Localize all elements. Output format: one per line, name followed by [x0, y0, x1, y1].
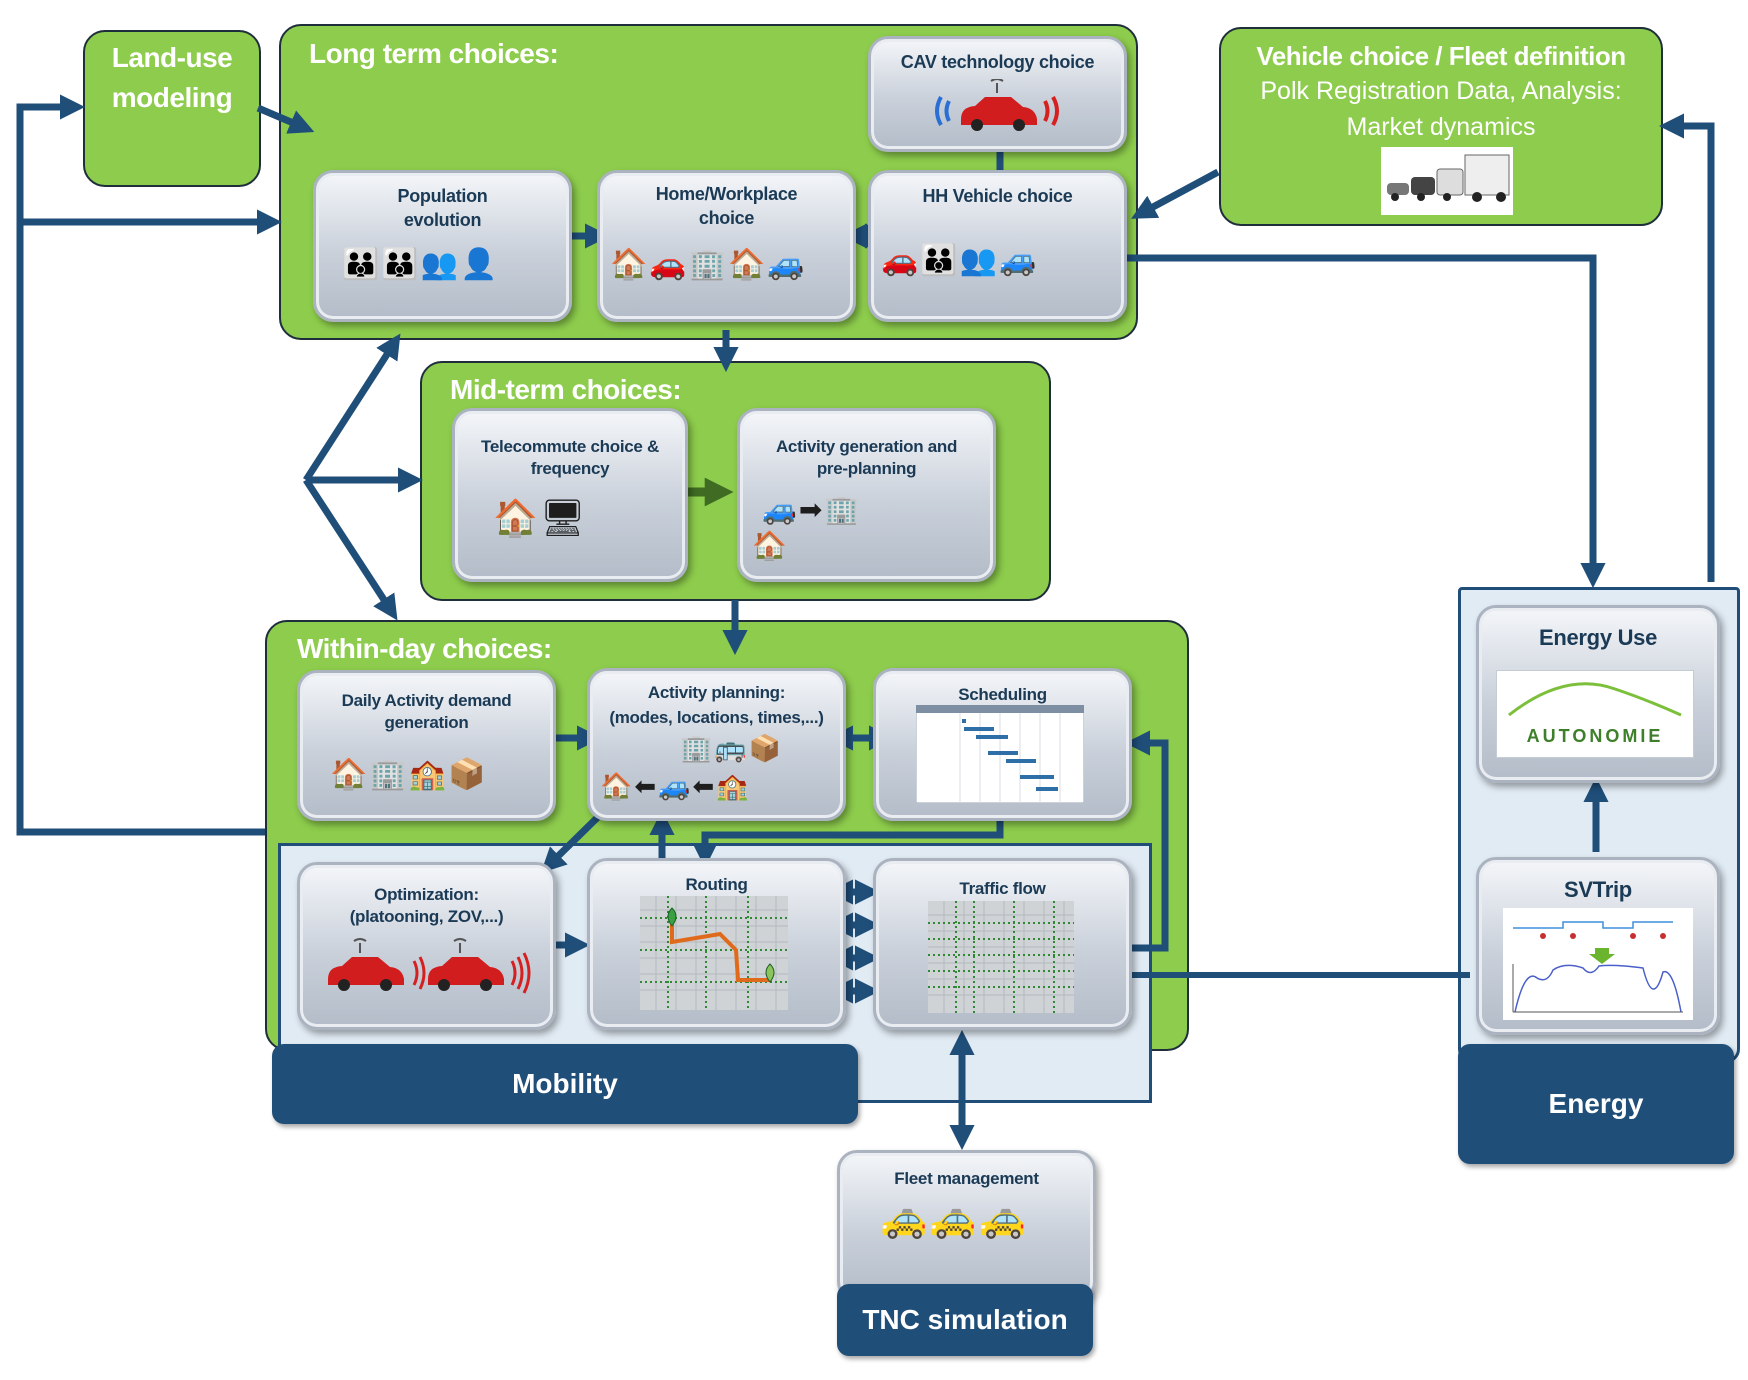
planning-icon: 🏢🚌📦	[680, 733, 784, 763]
energy-use-label: Energy Use	[1538, 625, 1658, 650]
home-workplace-label-2: choice	[698, 208, 755, 228]
traffic-flow-module: Traffic flow	[873, 858, 1132, 1030]
scheduling-label: Scheduling	[958, 685, 1047, 704]
route-map-icon	[640, 896, 788, 1010]
activity-generation-label-1: Activity generation and	[775, 437, 958, 456]
autonomie-swoosh-icon	[1508, 682, 1682, 717]
activity-generation-module: Activity generation and pre-planning 🚙➡🏢…	[737, 408, 996, 582]
long-term-title: Long term choices:	[309, 38, 559, 69]
fleet-management-label: Fleet management	[894, 1169, 1039, 1188]
car-building-icon: 🚙➡🏢	[762, 494, 862, 525]
destinations-icon: 🏠🏢🏫📦	[330, 758, 488, 791]
energy-footer: Energy	[1458, 1044, 1734, 1164]
population-label-2: evolution	[403, 210, 482, 230]
svtrip-label: SVTrip	[1564, 877, 1632, 902]
routing-label: Routing	[685, 875, 748, 894]
fleet-management-module: Fleet management 🚕🚕🚕	[837, 1150, 1096, 1302]
daily-activity-module: Daily Activity demand generation 🏠🏢🏫📦	[297, 670, 556, 821]
vehicle-choice-title: Vehicle choice / Fleet definition	[1256, 41, 1626, 71]
traffic-map-icon	[928, 901, 1074, 1013]
vehicle-fleet-image	[1381, 147, 1513, 215]
optimization-label-1: Optimization:	[374, 885, 479, 904]
optimization-module: Optimization: (platooning, ZOV,...)	[297, 862, 556, 1030]
people-icon: 👪👪👥👤	[342, 248, 500, 281]
taxi-fleet-icon: 🚕🚕🚕	[880, 1198, 1028, 1240]
vehicle-choice-line2: Market dynamics	[1346, 113, 1536, 141]
land-use-title-line2: modeling	[111, 82, 233, 113]
tnc-simulation-footer: TNC simulation	[837, 1284, 1093, 1356]
scheduling-module: Scheduling	[873, 668, 1132, 821]
speed-profile-icon	[1503, 908, 1693, 1020]
routing-module: Routing	[587, 858, 846, 1030]
home-workplace-module: Home/Workplace choice 🏠🚗🏢🏠🚙	[597, 170, 856, 322]
activity-generation-label-2: pre-planning	[816, 459, 917, 478]
activity-planning-module: Activity planning: (modes, locations, ti…	[587, 668, 846, 821]
autonomie-text: AUTONOMIE	[1526, 726, 1664, 746]
land-use-box: Land-use modeling	[83, 30, 261, 187]
daily-activity-label-1: Daily Activity demand	[341, 691, 512, 710]
daily-activity-label-2: generation	[384, 713, 469, 732]
mid-term-title: Mid-term choices:	[450, 374, 682, 405]
telecommute-label-1: Telecommute choice &	[481, 437, 659, 456]
hh-vehicle-label: HH Vehicle choice	[922, 186, 1073, 206]
autonomie-logo: AUTONOMIE	[1496, 670, 1694, 758]
platooning-cars-icon	[328, 938, 531, 994]
house-computer-icon: 🏠🖥	[493, 497, 588, 538]
population-evolution-module: Population evolution 👪👪👥👤	[313, 170, 572, 322]
svtrip-module: SVTrip	[1476, 857, 1720, 1035]
vehicle-choice-line1: Polk Registration Data, Analysis:	[1260, 77, 1622, 105]
travel-icon: 🏠⬅🚙⬅🏫	[600, 771, 751, 801]
within-day-title: Within-day choices:	[297, 633, 552, 664]
activity-planning-label-1: Activity planning:	[647, 683, 786, 702]
population-label-1: Population	[397, 186, 488, 206]
vehicle-choice-box: Vehicle choice / Fleet definition Polk R…	[1219, 27, 1663, 226]
house-icon: 🏠	[752, 530, 789, 561]
traffic-flow-label: Traffic flow	[959, 879, 1046, 898]
cav-technology-module: CAV technology choice	[868, 36, 1127, 152]
telecommute-label-2: frequency	[530, 459, 610, 478]
house-car-icon: 🏠🚗🏢🏠🚙	[610, 248, 807, 281]
mobility-footer: Mobility	[272, 1044, 858, 1124]
cav-technology-label: CAV technology choice	[900, 52, 1095, 72]
home-workplace-label-1: Home/Workplace	[655, 184, 798, 204]
telecommute-module: Telecommute choice & frequency 🏠🖥	[452, 408, 688, 582]
land-use-title-line1: Land-use	[111, 42, 233, 73]
optimization-label-2: (platooning, ZOV,...)	[349, 907, 504, 926]
gantt-chart-icon	[916, 705, 1084, 803]
activity-planning-label-2: (modes, locations, times,...)	[609, 708, 824, 727]
household-vehicle-icon: 🚗👪👥🚙	[881, 244, 1039, 277]
connected-car-icon	[935, 79, 1059, 131]
hh-vehicle-module: HH Vehicle choice 🚗👪👥🚙	[868, 170, 1127, 322]
